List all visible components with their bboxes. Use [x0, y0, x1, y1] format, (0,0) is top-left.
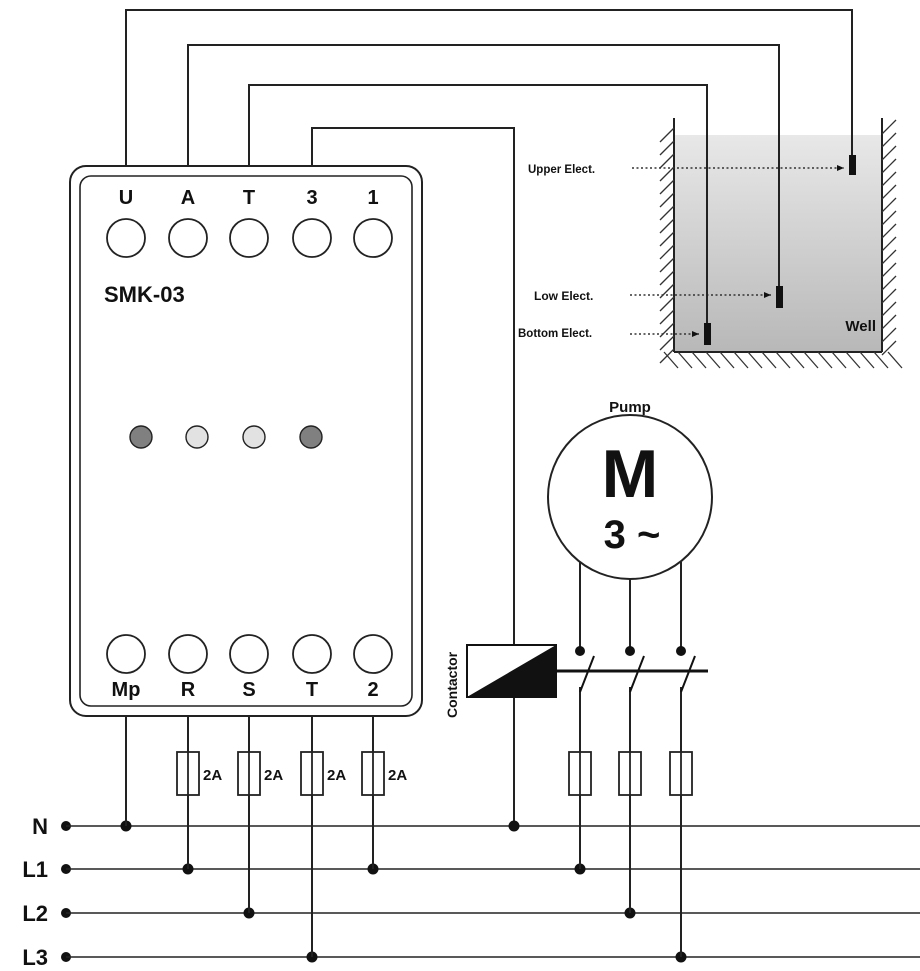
- top-terminal-screw: [106, 218, 146, 258]
- top-terminal-screw: [229, 218, 269, 258]
- low-electrode: [776, 286, 783, 308]
- top-terminal-screw: [292, 218, 332, 258]
- status-led: [129, 425, 153, 449]
- model-label: SMK-03: [104, 282, 185, 307]
- well-label: Well: [845, 318, 876, 335]
- top-terminal-label: T: [243, 187, 255, 209]
- bottom-terminal-label: Mp: [112, 679, 141, 701]
- contact-fixed-dot: [676, 646, 686, 656]
- status-led: [242, 425, 266, 449]
- pump-label: Pump: [609, 399, 651, 416]
- top-terminal-screw: [168, 218, 208, 258]
- line-label: L3: [22, 945, 48, 970]
- contactor-coil-fill: [467, 645, 556, 697]
- smk-relay: U A T 3 1 Mp R S T 2 SMK-03: [69, 165, 423, 717]
- bottom-elect-label: Bottom Elect.: [518, 328, 592, 340]
- line-label: L1: [22, 857, 48, 882]
- contact-fixed-dot: [625, 646, 635, 656]
- fuse-rating-label: 2A: [264, 767, 283, 784]
- well-right-hatch: [881, 119, 897, 356]
- bottom-terminal-label: T: [306, 679, 318, 701]
- bottom-terminal-screw: [106, 634, 146, 674]
- contact-fixed-dot: [575, 646, 585, 656]
- bottom-terminal-screw: [168, 634, 208, 674]
- status-led: [185, 425, 209, 449]
- contactor: Contactor: [444, 644, 708, 718]
- well-bottom-hatch: [663, 351, 903, 369]
- contact-blade: [629, 655, 645, 693]
- top-terminal-label: A: [181, 187, 195, 209]
- contact-blade: [579, 655, 595, 693]
- line-label: N: [32, 814, 48, 839]
- line-label: L2: [22, 901, 48, 926]
- motor-symbol: M: [602, 436, 659, 512]
- top-terminal-label: 1: [367, 187, 378, 209]
- fuse-rating-label: 2A: [388, 767, 407, 784]
- junction-dot: [508, 820, 520, 832]
- fuse-rating-label: 2A: [203, 767, 222, 784]
- upper-elect-label: Upper Elect.: [528, 164, 595, 176]
- upper-electrode: [849, 155, 856, 175]
- bottom-terminal-screw: [353, 634, 393, 674]
- wire-u-upper: [125, 9, 853, 166]
- wire-a-low: [187, 44, 780, 286]
- top-terminal-label: U: [119, 187, 133, 209]
- low-elect-label: Low Elect.: [534, 289, 593, 303]
- bottom-terminal-screw: [229, 634, 269, 674]
- bottom-terminal-screw: [292, 634, 332, 674]
- top-terminal-label: 3: [306, 187, 317, 209]
- motor-phase: 3 ~: [604, 513, 661, 557]
- well-left-hatch: [659, 127, 675, 364]
- status-led: [299, 425, 323, 449]
- well: Well: [659, 118, 903, 369]
- fuse-rating-label: 2A: [327, 767, 346, 784]
- bottom-terminal-label: 2: [367, 679, 378, 701]
- contactor-label: Contactor: [444, 651, 460, 718]
- wire-t-bottom: [248, 84, 708, 323]
- contact-blade: [680, 655, 696, 693]
- bottom-electrode: [704, 323, 711, 345]
- top-terminal-screw: [353, 218, 393, 258]
- wire-3-contactor: [311, 127, 515, 826]
- bottom-terminal-label: R: [181, 679, 196, 701]
- bottom-terminal-label: S: [242, 679, 255, 701]
